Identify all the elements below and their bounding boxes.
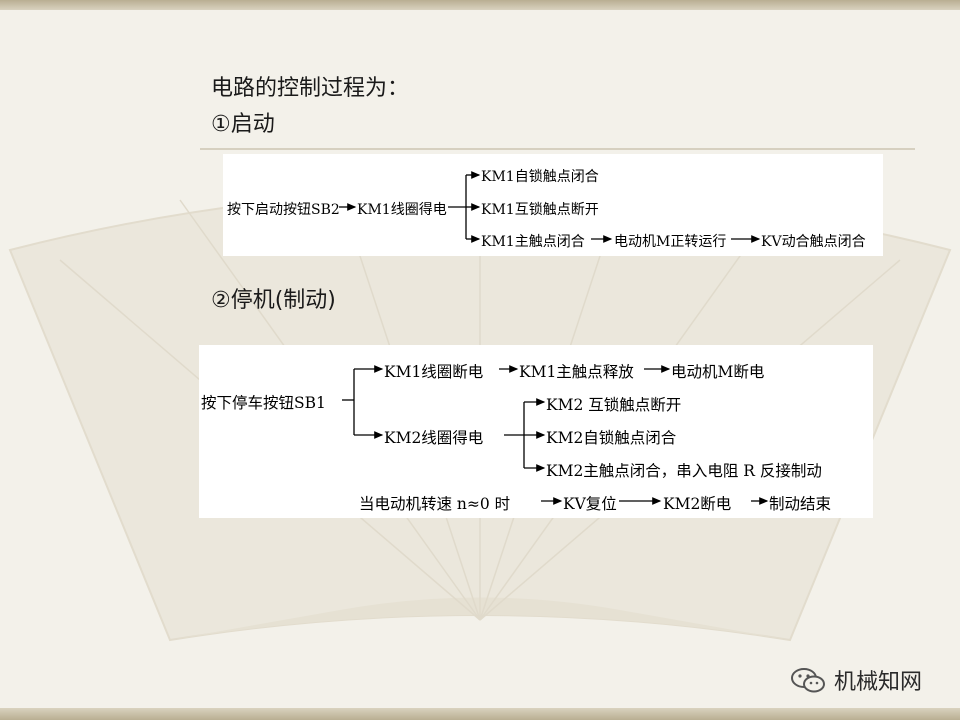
watermark: 机械知网 xyxy=(790,664,922,696)
km2-off-node: KM2断电 xyxy=(663,495,732,513)
km1-coil-node: KM1线圈得电 xyxy=(357,202,447,218)
wechat-icon xyxy=(791,668,825,693)
kv-contact-node: KV动合触点闭合 xyxy=(761,234,866,250)
motor-off-node: 电动机M断电 xyxy=(671,363,765,381)
km1-main-release-node: KM1主触点释放 xyxy=(519,363,634,381)
start-connectors xyxy=(339,171,761,243)
bottom-border xyxy=(0,708,960,720)
km1-interlock-node: KM1互锁触点断开 xyxy=(481,202,599,218)
top-border xyxy=(0,0,960,10)
stop-root-node: 按下停车按钮SB1 xyxy=(201,394,326,412)
section-start-heading: ①启动 xyxy=(211,112,275,137)
km2-interlock-node: KM2 互锁触点断开 xyxy=(546,396,682,414)
separator-line xyxy=(200,148,915,150)
section-stop-heading: ②停机(制动) xyxy=(211,288,336,313)
stop-connectors xyxy=(342,365,769,505)
km2-selflock-node: KM2自锁触点闭合 xyxy=(546,429,677,447)
km1-coil-off-node: KM1线圈断电 xyxy=(384,363,484,381)
kv-reset-node: KV复位 xyxy=(563,495,617,513)
km1-selflock-node: KM1自锁触点闭合 xyxy=(481,169,599,185)
km1-main-contact-node: KM1主触点闭合 xyxy=(481,234,585,250)
start-root-node: 按下启动按钮SB2 xyxy=(227,202,340,218)
motor-forward-node: 电动机M正转运行 xyxy=(614,234,727,250)
speed-zero-condition: 当电动机转速 n≈0 时 xyxy=(359,495,511,513)
watermark-text: 机械知网 xyxy=(834,670,923,695)
km2-main-contact-node: KM2主触点闭合，串入电阻 R 反接制动 xyxy=(546,462,822,480)
start-flow-diagram: 按下启动按钮SB2 KM1线圈得电 KM1自锁触点闭合 KM1互锁触点断开 KM… xyxy=(223,154,883,256)
km2-coil-on-node: KM2线圈得电 xyxy=(384,429,484,447)
stop-flow-diagram: 按下停车按钮SB1 KM1线圈断电 KM1主触点释放 电动机M断电 KM2线圈得… xyxy=(199,345,873,518)
slide-title: 电路的控制过程为： xyxy=(211,76,410,101)
braking-end-node: 制动结束 xyxy=(769,495,832,513)
